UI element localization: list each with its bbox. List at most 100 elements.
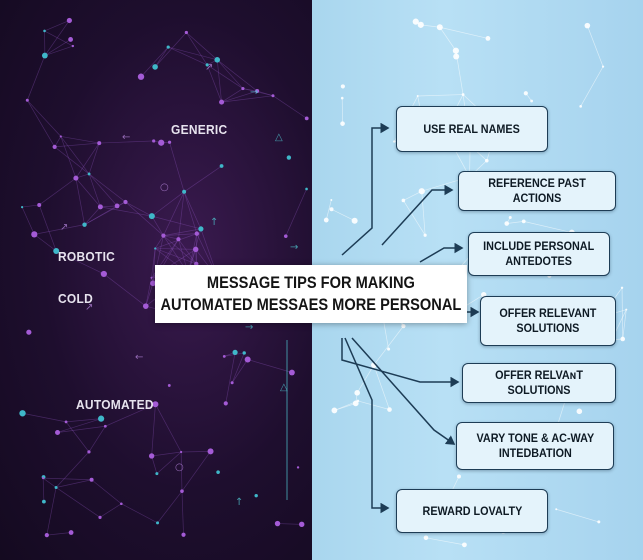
network-edge	[168, 46, 208, 66]
network-node	[167, 384, 171, 387]
network-node	[584, 22, 591, 29]
network-edge	[225, 352, 236, 404]
tip-offer-relevant-solutions: OFFER RELEVANT SOLUTIONS	[480, 296, 616, 346]
network-edge	[420, 24, 440, 28]
network-node	[123, 199, 128, 205]
network-edge	[217, 59, 258, 92]
network-node	[97, 141, 102, 146]
network-node	[21, 205, 24, 209]
title-line-2: AUTOMATED MESSAES MORE PERSONAL	[160, 295, 462, 314]
network-edge	[44, 20, 70, 32]
network-edge	[163, 233, 197, 236]
network-node	[214, 57, 221, 63]
network-edge	[221, 88, 244, 103]
network-node	[167, 140, 172, 144]
network-node	[620, 286, 624, 289]
network-node	[55, 429, 61, 435]
network-node	[120, 502, 123, 506]
tip-label: USE REAL NAMES	[423, 121, 521, 136]
network-node	[219, 164, 224, 168]
network-edge	[181, 450, 211, 453]
network-node	[182, 189, 187, 194]
network-edge	[155, 233, 197, 249]
network-node	[461, 93, 465, 96]
network-node	[412, 18, 419, 25]
network-node	[323, 217, 329, 223]
network-edge	[403, 200, 426, 236]
network-node	[219, 99, 225, 105]
network-node	[504, 221, 510, 226]
network-node	[155, 472, 159, 476]
network-edge	[22, 412, 67, 423]
network-edge	[156, 451, 182, 474]
network-edge	[39, 177, 77, 206]
network-node	[329, 207, 334, 212]
network-edge	[163, 235, 197, 265]
network-node	[230, 381, 234, 385]
network-node	[59, 135, 62, 138]
network-node	[161, 233, 166, 238]
network-node	[148, 453, 155, 459]
network-edge	[54, 142, 100, 148]
network-node	[401, 324, 406, 329]
network-node	[41, 52, 48, 59]
network-edge	[38, 204, 57, 252]
tip-label: OFFER RELVAɴT SOLUTIONS	[495, 368, 583, 397]
network-node	[31, 231, 38, 238]
network-edge	[373, 325, 404, 366]
network-edge	[151, 455, 158, 474]
network-node	[53, 247, 60, 254]
network-edge	[100, 206, 152, 217]
network-edge	[121, 503, 158, 524]
network-edge	[75, 178, 85, 225]
network-node	[176, 237, 181, 242]
network-edge	[34, 224, 85, 235]
network-edge	[151, 404, 156, 457]
network-node	[340, 96, 344, 100]
network-node	[453, 53, 460, 60]
network-node	[66, 17, 72, 24]
network-edge	[57, 418, 102, 433]
network-node	[387, 407, 392, 412]
network-node	[436, 24, 443, 31]
network-node	[150, 280, 156, 287]
network-edge	[178, 239, 197, 265]
network-edge	[247, 359, 293, 373]
network-edge	[88, 173, 126, 203]
network-edge	[44, 45, 73, 56]
network-edge	[163, 235, 179, 240]
network-edge	[272, 95, 307, 119]
network-edge	[183, 191, 198, 234]
network-node	[340, 121, 345, 126]
network-node	[241, 86, 245, 91]
network-edge	[84, 206, 101, 225]
network-edge	[42, 478, 45, 502]
network-node	[286, 155, 292, 160]
network-edge	[88, 142, 100, 175]
network-edge	[27, 100, 55, 148]
network-edge	[183, 191, 202, 230]
network-node	[98, 515, 102, 519]
network-edge	[91, 479, 122, 505]
decorative-arrow-icon: →	[245, 322, 253, 333]
network-node	[393, 140, 396, 143]
network-edge	[373, 364, 390, 410]
network-node	[156, 521, 160, 525]
tip-reward-loyalty: REWARD LOVALTY	[396, 489, 548, 533]
network-edge	[44, 39, 71, 56]
network-node	[462, 542, 467, 548]
network-edge	[181, 451, 211, 492]
network-edge	[46, 487, 57, 536]
network-edge	[556, 508, 599, 523]
network-edge	[99, 503, 122, 518]
network-edge	[325, 199, 332, 221]
network-node	[417, 21, 424, 28]
network-node	[485, 36, 491, 41]
network-node	[523, 91, 528, 96]
network-node	[330, 198, 333, 201]
network-node	[597, 520, 601, 524]
network-edge	[356, 364, 375, 394]
network-node	[401, 198, 406, 203]
network-node	[418, 188, 425, 195]
network-node	[416, 95, 419, 98]
